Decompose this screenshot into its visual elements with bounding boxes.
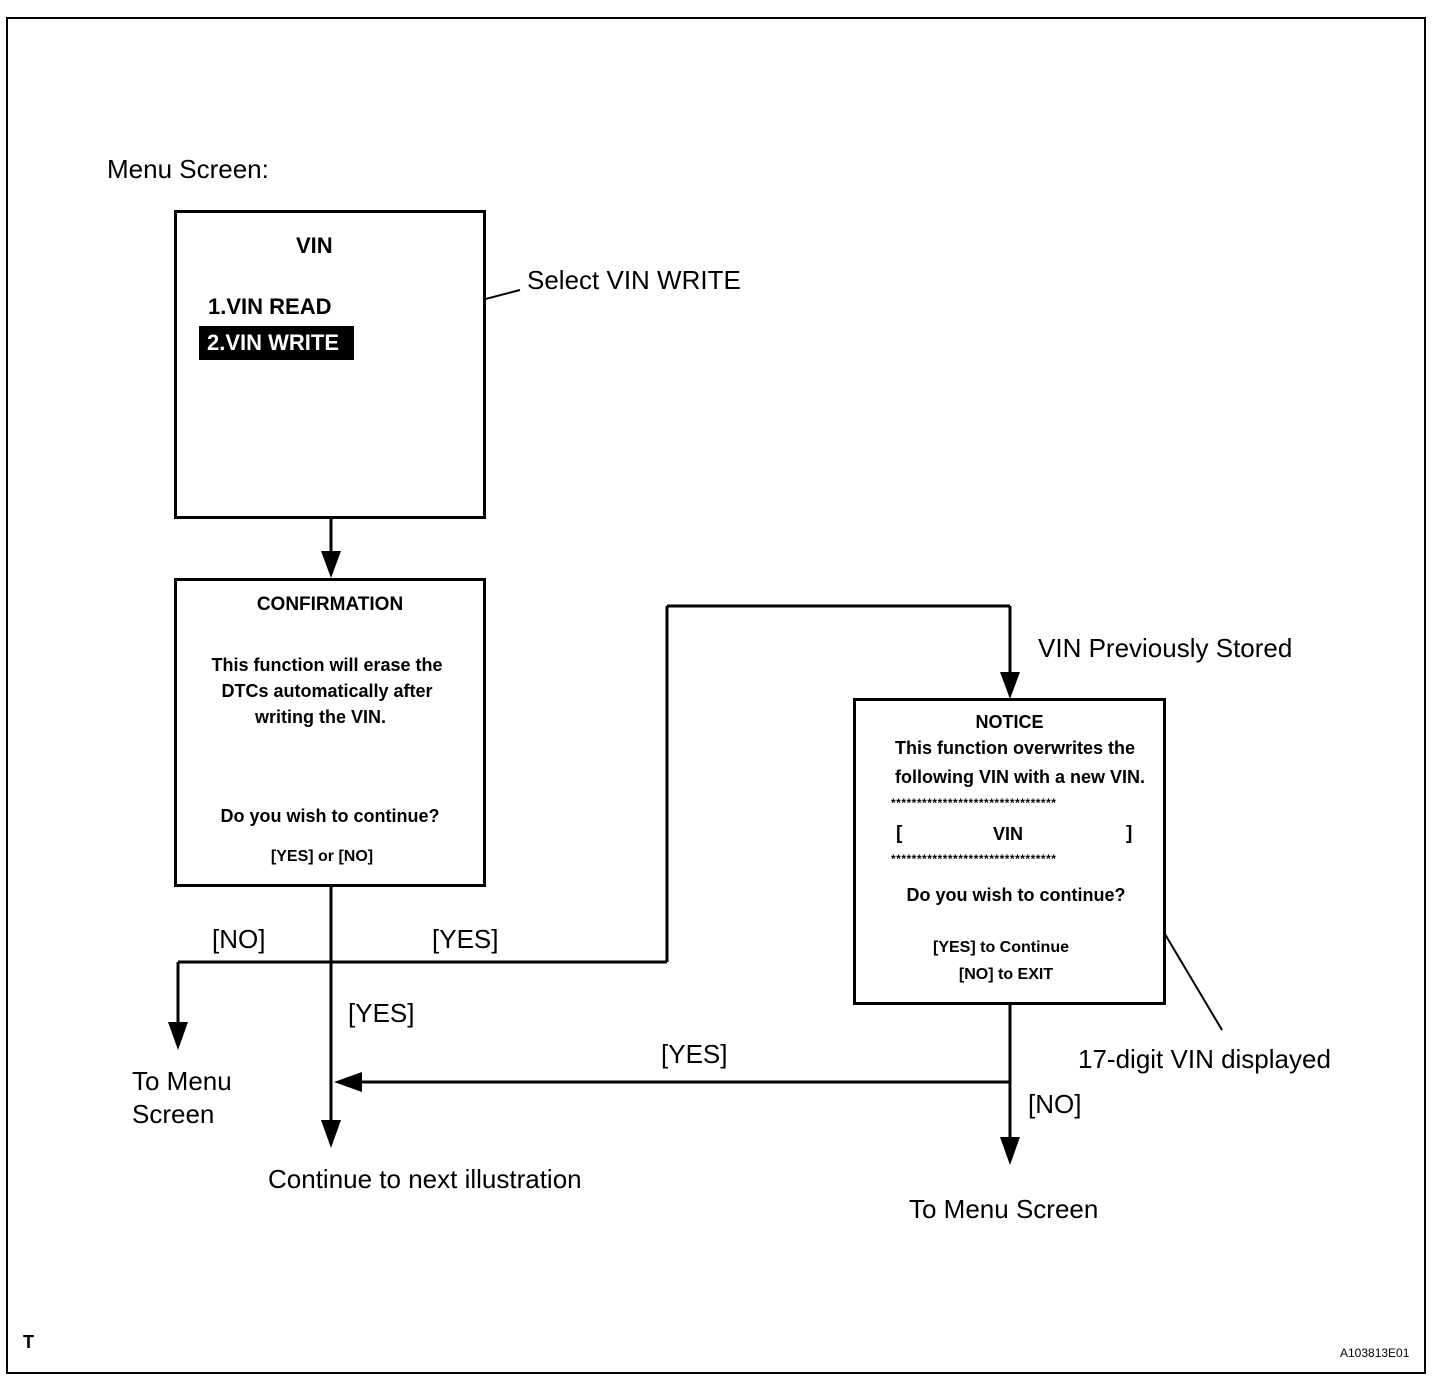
label-yes-branch: [YES] <box>432 924 499 954</box>
confirmation-line1: This function will erase the <box>211 655 443 675</box>
callout-select-vin-write: Select VIN WRITE <box>527 265 741 295</box>
notice-bracket-open: [ <box>896 823 903 844</box>
confirmation-screen: CONFIRMATION This function will erase th… <box>174 578 486 887</box>
figure-frame <box>6 17 1426 1374</box>
continue-next-illustration: Continue to next illustration <box>268 1164 582 1194</box>
label-17-digit-vin: 17-digit VIN displayed <box>1078 1044 1331 1074</box>
notice-stars-bottom: ******************************** <box>891 852 1057 866</box>
label-yes-notice: [YES] <box>661 1039 728 1069</box>
notice-stars-top: ******************************** <box>891 796 1057 810</box>
label-yes-down: [YES] <box>348 998 415 1028</box>
label-no-left: [NO] <box>212 924 266 954</box>
to-menu-left-line1: To Menu <box>132 1066 232 1096</box>
notice-title: NOTICE <box>975 712 1044 732</box>
notice-bracket-close: ] <box>1126 823 1133 844</box>
label-vin-previously-stored: VIN Previously Stored <box>1038 633 1293 663</box>
to-menu-left-line2: Screen <box>132 1099 215 1129</box>
confirmation-line3: writing the VIN. <box>254 707 386 727</box>
notice-vin-value: VIN <box>993 824 1024 844</box>
notice-screen: NOTICE This function overwrites the foll… <box>853 698 1166 1005</box>
menu-item-vin-read[interactable]: 1.VIN READ <box>208 294 332 319</box>
corner-mark: T <box>23 1332 34 1352</box>
notice-option-yes[interactable]: [YES] to Continue <box>933 939 1069 956</box>
vin-menu-title: VIN <box>296 233 333 258</box>
confirmation-question: Do you wish to continue? <box>220 806 440 826</box>
notice-line1: This function overwrites the <box>895 738 1136 758</box>
notice-option-no[interactable]: [NO] to EXIT <box>958 966 1054 983</box>
confirmation-line2: DTCs automatically after <box>221 681 433 701</box>
figure-id: A103813E01 <box>1340 1346 1410 1360</box>
label-no-notice: [NO] <box>1028 1089 1082 1119</box>
confirmation-title: CONFIRMATION <box>256 594 404 615</box>
vin-menu-screen: VIN 1.VIN READ 2.VIN WRITE <box>174 210 486 519</box>
notice-line2: following VIN with a new VIN. <box>895 767 1146 787</box>
to-menu-right: To Menu Screen <box>909 1194 1099 1224</box>
menu-item-vin-write[interactable]: 2.VIN WRITE <box>199 326 354 360</box>
confirmation-options[interactable]: [YES] or [NO] <box>270 848 374 865</box>
menu-screen-heading: Menu Screen: <box>107 154 269 184</box>
notice-question: Do you wish to continue? <box>906 885 1126 905</box>
